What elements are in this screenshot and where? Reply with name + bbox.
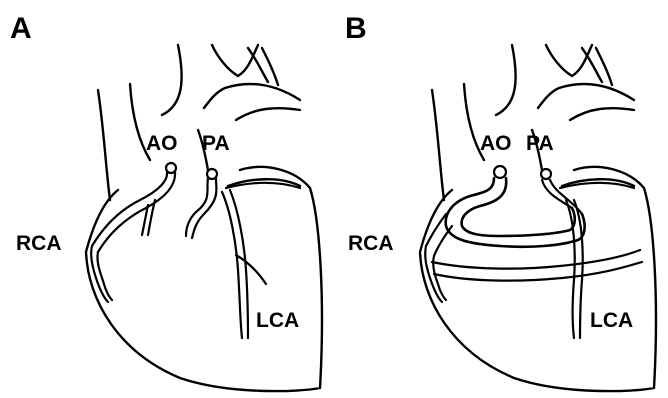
panel-a-svc [98, 90, 110, 200]
panel-b-aorta-right-wall [538, 84, 634, 108]
panel-a-great-vessels [98, 45, 300, 200]
panel-a-aorta-arch [162, 45, 182, 115]
panel-a-lca-trunk-right [192, 178, 216, 238]
panel-b-label-lca: LCA [590, 309, 633, 332]
panel-a-label-lca: LCA [256, 309, 299, 332]
panel-b-loop-inner [462, 178, 575, 236]
panel-b: B [345, 12, 656, 391]
panel-a-arch-top [212, 45, 258, 76]
panel-b-label-pa: PA [526, 132, 554, 155]
panel-a-aorta-right-wall [204, 84, 300, 108]
panel-a-label-ao: AO [146, 132, 178, 155]
panel-b-aorta-arch [496, 45, 516, 115]
panel-b-carotid [596, 48, 612, 85]
panel-b-great-vessels [432, 45, 634, 200]
panel-b-label-rca: RCA [348, 232, 394, 255]
panel-a: A [10, 12, 322, 391]
panel-a-rca-branch [142, 200, 155, 235]
panel-a-carotid [262, 48, 278, 85]
panel-b-band-top [432, 250, 640, 269]
panel-a-lca-trunk-left [186, 178, 208, 236]
panel-a-heart [86, 167, 322, 391]
panel-b-band-bottom [434, 262, 642, 281]
panel-a-pa-branch [236, 108, 300, 120]
panel-b-label-ao: AO [480, 132, 512, 155]
panel-a-lad [222, 190, 248, 338]
panel-b-svc [432, 90, 444, 200]
panel-a-heart-outline [86, 167, 322, 391]
panel-b-arch-top [546, 45, 592, 76]
panel-b-right-ostium [494, 166, 506, 178]
panel-b-pa-branch [570, 108, 634, 120]
panel-a-diagonal [236, 255, 266, 284]
panel-a-label-rca: RCA [16, 232, 62, 255]
panel-a-label-pa: PA [202, 132, 230, 155]
panel-b-left-ostium [541, 169, 551, 179]
panel-a-letter: A [10, 12, 32, 45]
panel-b-letter: B [345, 12, 367, 45]
